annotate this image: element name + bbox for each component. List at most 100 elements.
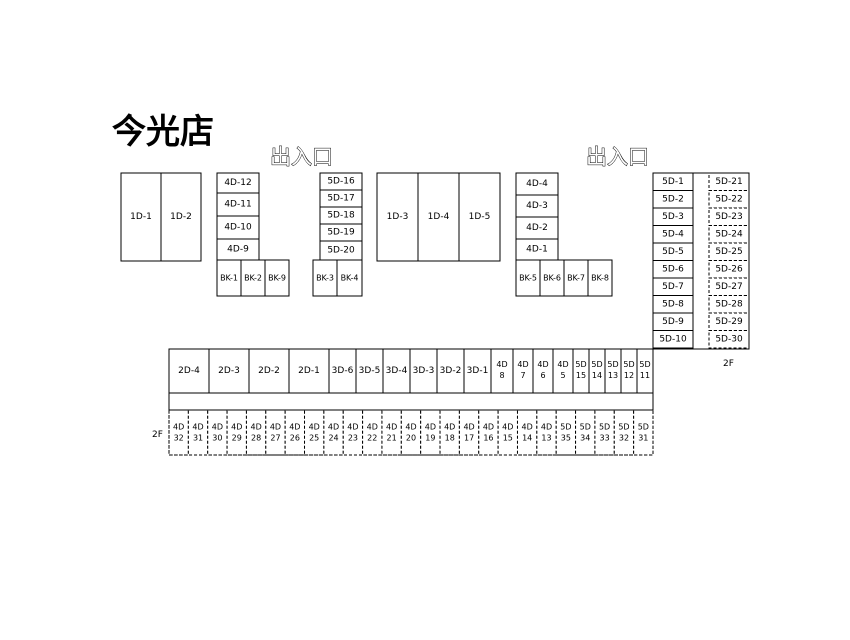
unit-box[interactable] [265,409,286,456]
unit-5d-2[interactable]: 5D-2 [652,190,694,209]
unit-3d-1[interactable]: 3D-1 [463,348,492,394]
unit-4d-5[interactable]: 4D5 [552,348,574,394]
unit-5d-27[interactable]: 5D-27 [708,277,750,296]
unit-2d-4[interactable]: 2D-4 [168,348,210,394]
unit-box[interactable] [160,172,202,262]
unit-box[interactable] [207,409,228,456]
unit-box[interactable] [226,409,247,456]
unit-box[interactable] [555,409,577,456]
unit-box[interactable] [245,409,267,456]
unit-box[interactable] [323,409,344,456]
unit-3d-4[interactable]: 3D-4 [382,348,411,394]
unit-4d-7[interactable]: 4D7 [512,348,534,394]
unit-2d-2[interactable]: 2D-2 [248,348,290,394]
unit-5d-18[interactable]: 5D-18 [319,206,363,225]
unit-box[interactable] [417,172,460,262]
unit-bk-9[interactable]: BK-9 [264,259,290,297]
unit-bk-1[interactable]: BK-1 [216,259,242,297]
unit-box[interactable] [216,259,242,297]
unit-box[interactable] [240,259,266,297]
unit-box[interactable] [436,348,465,394]
unit-4d-2[interactable]: 4D-2 [515,216,559,240]
unit-5d-24[interactable]: 5D-24 [708,225,750,244]
unit-box[interactable] [264,259,290,297]
unit-box[interactable] [376,172,419,262]
unit-box[interactable] [458,409,480,456]
unit-box[interactable] [575,409,596,456]
unit-5d-25[interactable]: 5D-25 [708,242,750,261]
unit-4d-6[interactable]: 4D6 [532,348,554,394]
unit-box[interactable] [284,409,306,456]
unit-box[interactable] [478,409,499,456]
unit-4d-3[interactable]: 4D-3 [515,194,559,218]
unit-box[interactable] [304,409,325,456]
unit-4d-10[interactable]: 4D-10 [216,215,260,240]
unit-5d-9[interactable]: 5D-9 [652,312,694,331]
unit-5d-22[interactable]: 5D-22 [708,190,750,209]
unit-5d-23[interactable]: 5D-23 [708,207,750,226]
unit-bk-5[interactable]: BK-5 [515,259,541,297]
unit-5d-5[interactable]: 5D-5 [652,242,694,261]
unit-5d-8[interactable]: 5D-8 [652,295,694,314]
unit-bk-6[interactable]: BK-6 [539,259,565,297]
unit-box[interactable] [587,259,613,297]
unit-1d-5[interactable]: 1D-5 [458,172,501,262]
unit-4d-11[interactable]: 4D-11 [216,192,260,217]
unit-box[interactable] [563,259,589,297]
unit-box[interactable] [515,259,541,297]
unit-5d-17[interactable]: 5D-17 [319,189,363,208]
unit-5d-29[interactable]: 5D-29 [708,312,750,331]
unit-2d-3[interactable]: 2D-3 [208,348,250,394]
unit-box[interactable] [381,409,402,456]
unit-5d-10[interactable]: 5D-10 [652,330,694,349]
unit-5d-20[interactable]: 5D-20 [319,240,363,261]
unit-bk-4[interactable]: BK-4 [336,259,363,297]
unit-box[interactable] [708,330,750,349]
unit-box[interactable] [516,409,538,456]
unit-box[interactable] [497,409,518,456]
unit-box[interactable] [613,409,635,456]
unit-3d-3[interactable]: 3D-3 [409,348,438,394]
unit-bk-7[interactable]: BK-7 [563,259,589,297]
unit-1d-3[interactable]: 1D-3 [376,172,419,262]
unit-box[interactable] [362,409,383,456]
unit-box[interactable] [120,172,162,262]
unit-5d-21[interactable]: 5D-21 [708,172,750,191]
unit-1d-2[interactable]: 1D-2 [160,172,202,262]
unit-5d-4[interactable]: 5D-4 [652,225,694,244]
unit-box[interactable] [342,409,364,456]
unit-4d-8[interactable]: 4D8 [490,348,514,394]
unit-box[interactable] [420,409,441,456]
unit-1d-1[interactable]: 1D-1 [120,172,162,262]
unit-4d-4[interactable]: 4D-4 [515,172,559,196]
unit-box[interactable] [594,409,615,456]
unit-bk-3[interactable]: BK-3 [312,259,338,297]
unit-box[interactable] [400,409,422,456]
unit-5d-7[interactable]: 5D-7 [652,277,694,296]
unit-5d-1[interactable]: 5D-1 [652,172,694,191]
unit-box[interactable] [168,409,189,456]
unit-1d-4[interactable]: 1D-4 [417,172,460,262]
unit-bk-2[interactable]: BK-2 [240,259,266,297]
